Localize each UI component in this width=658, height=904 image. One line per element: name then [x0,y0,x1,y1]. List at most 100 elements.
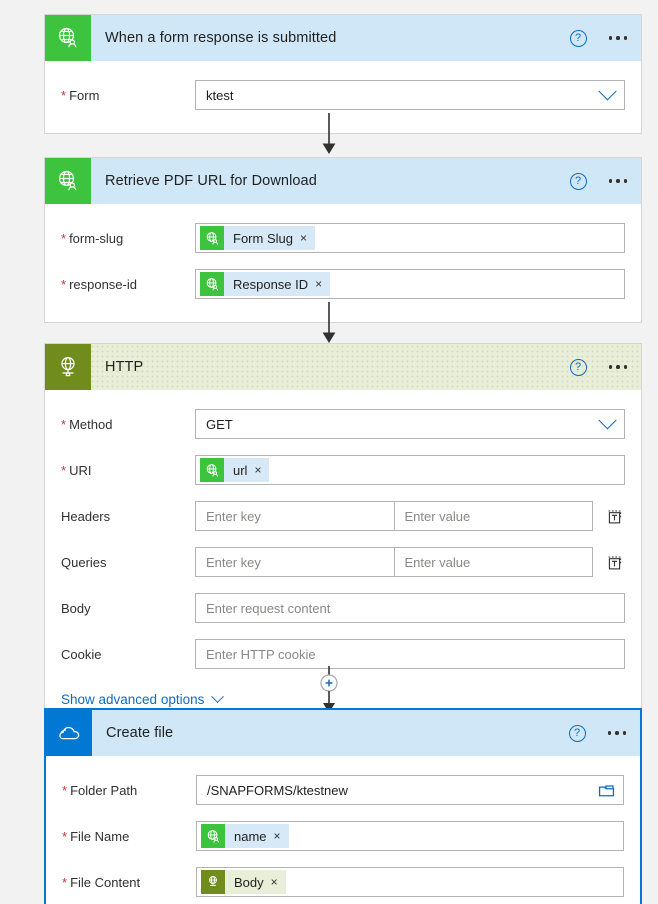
field-label: * File Name [62,829,196,844]
field-row-form: * Form ktest [61,75,625,115]
question-circle-icon[interactable]: ? [569,358,587,376]
action-card-retrieve-pdf-url[interactable]: Retrieve PDF URL for Download ? * form-s… [44,157,642,323]
question-circle-icon[interactable]: ? [569,29,587,47]
field-label-text: File Content [70,874,141,890]
ellipsis-icon[interactable] [608,36,627,40]
ellipsis-icon[interactable] [608,179,627,183]
field-control: url × [195,455,625,485]
card-body: * form-slug [45,204,641,322]
token-label: url [233,462,248,478]
ellipsis-icon[interactable] [607,731,626,735]
required-asterisk: * [62,782,68,798]
form-slug-input[interactable]: Form Slug × [195,223,625,253]
field-control: GET [195,409,625,439]
card-body: * Method GET * URI [45,390,641,727]
method-dropdown[interactable]: GET [195,409,625,439]
card-title: HTTP [105,359,144,375]
token-chip[interactable]: Body × [201,870,286,894]
close-icon[interactable]: × [315,277,323,291]
field-control: Enter request content [195,593,625,623]
field-row-file-content: * File Content [62,862,624,902]
response-id-input[interactable]: Response ID × [195,269,625,299]
cookie-input[interactable]: Enter HTTP cookie [195,639,625,669]
question-circle-icon[interactable]: ? [569,172,587,190]
body-input[interactable]: Enter request content [195,593,625,623]
action-card-http[interactable]: HTTP ? * Method GET [44,343,642,728]
field-row-folder-path: * Folder Path /SNAPFORMS/ktestnew [62,770,624,810]
token-body: Response ID × [224,272,331,296]
switch-to-text-mode-icon[interactable] [603,551,625,573]
card-header[interactable]: HTTP ? [45,344,641,390]
card-header-actions: ? [569,344,627,390]
headers-key-cell[interactable]: Enter key [196,502,394,530]
required-asterisk: * [61,462,67,478]
field-label: * Folder Path [62,783,196,798]
token-body: url × [224,458,270,482]
close-icon[interactable]: × [299,231,307,245]
field-control: name × [196,821,624,851]
token-body: Form Slug × [224,226,315,250]
field-label-text: Cookie [61,646,102,662]
question-circle-icon[interactable]: ? [568,724,586,742]
form-dropdown[interactable]: ktest [195,80,625,110]
close-icon[interactable]: × [254,463,262,477]
file-content-input[interactable]: Body × [196,867,624,897]
cookie-placeholder: Enter HTTP cookie [206,646,316,662]
ellipsis-icon[interactable] [608,365,627,369]
field-row-uri: * URI [61,450,625,490]
card-header[interactable]: When a form response is submitted ? [45,15,641,61]
globe-person-icon [45,158,91,204]
chevron-down-icon [211,690,225,704]
field-label-text: Body [61,600,91,616]
switch-to-text-mode-icon[interactable] [603,505,625,527]
action-card-create-file[interactable]: Create file ? * Folder Path /SNAPFORMS/k… [44,708,642,904]
field-row-cookie: Cookie Enter HTTP cookie [61,634,625,674]
field-row-file-name: * File Name [62,816,624,856]
field-row-response-id: * response-id [61,264,625,304]
required-asterisk: * [62,874,68,890]
field-control: Enter key Enter value [195,501,625,531]
chevron-down-icon[interactable] [598,410,617,429]
chevron-down-icon[interactable] [598,81,617,100]
field-label: * Method [61,417,195,432]
file-name-input[interactable]: name × [196,821,624,851]
queries-key-cell[interactable]: Enter key [196,548,394,576]
token-chip[interactable]: url × [200,458,270,482]
field-label: Headers [61,509,195,524]
folder-browse-icon[interactable] [597,782,615,798]
field-label-text: response-id [69,276,137,292]
folder-path-input[interactable]: /SNAPFORMS/ktestnew [196,775,624,805]
token-chip[interactable]: name × [201,824,289,848]
globe-person-icon [45,15,91,61]
uri-input[interactable]: url × [195,455,625,485]
field-label-text: Queries [61,554,107,570]
card-header[interactable]: Retrieve PDF URL for Download ? [45,158,641,204]
globe-person-icon [201,824,225,848]
close-icon[interactable]: × [270,875,278,889]
close-icon[interactable]: × [273,829,281,843]
field-row-form-slug: * form-slug [61,218,625,258]
required-asterisk: * [61,230,67,246]
form-dropdown-value: ktest [206,87,234,103]
show-advanced-options-link[interactable]: Show advanced options [61,690,225,707]
headers-value-cell[interactable]: Enter value [393,502,593,530]
token-chip[interactable]: Form Slug × [200,226,315,250]
headers-keyvalue-editor[interactable]: Enter key Enter value [195,501,593,531]
globe-person-icon [200,272,224,296]
queries-key-placeholder: Enter key [206,554,261,570]
field-label: * URI [61,463,195,478]
card-header[interactable]: Create file ? [46,710,640,756]
action-card-trigger[interactable]: When a form response is submitted ? * Fo… [44,14,642,134]
card-title: Retrieve PDF URL for Download [105,173,317,189]
card-header-actions: ? [569,158,627,204]
field-control: Enter key Enter value [195,547,625,577]
field-label: * Form [61,88,195,103]
show-advanced-options-label: Show advanced options [61,692,205,707]
field-row-headers: Headers Enter key Enter value [61,496,625,536]
token-chip[interactable]: Response ID × [200,272,331,296]
queries-value-cell[interactable]: Enter value [393,548,593,576]
queries-keyvalue-editor[interactable]: Enter key Enter value [195,547,593,577]
field-row-body: Body Enter request content [61,588,625,628]
globe-person-icon [200,458,224,482]
field-row-queries: Queries Enter key Enter value [61,542,625,582]
